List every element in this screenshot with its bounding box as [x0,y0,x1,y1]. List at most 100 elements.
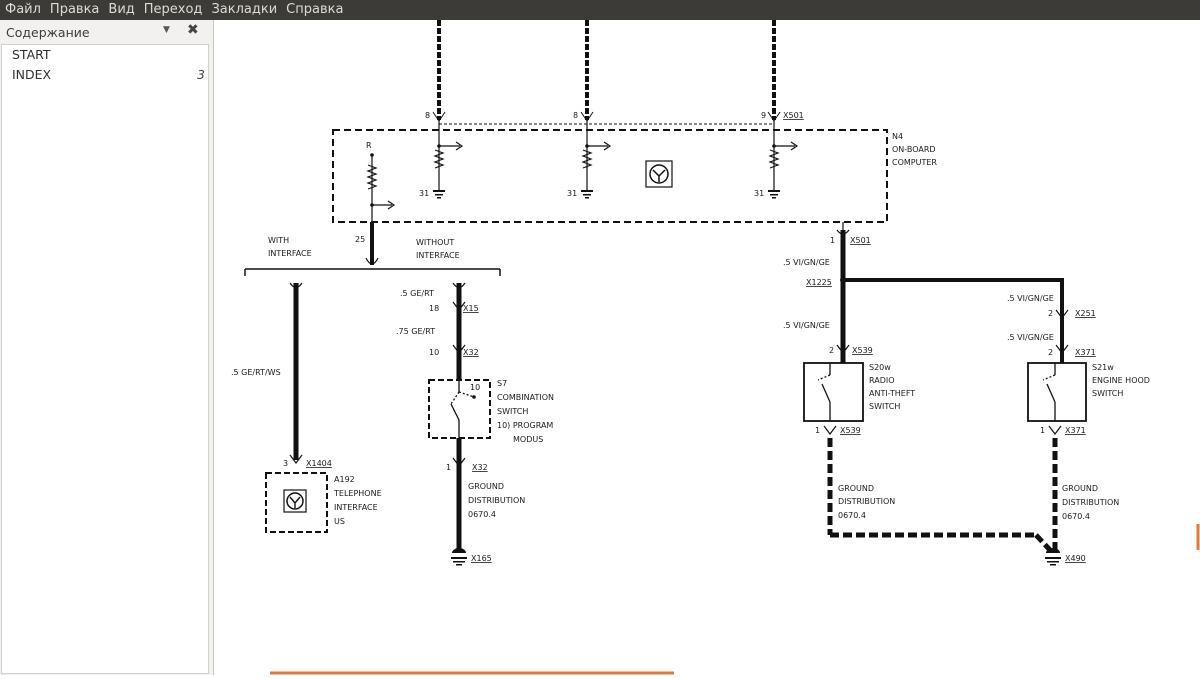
close-icon[interactable]: ✖ [187,22,199,38]
toc-item-index[interactable]: INDEX 3 [2,65,208,85]
ground-icon [1045,548,1061,566]
wiring-diagram: 8 8 9 X501 N4 ON-BOARD COMPUTER [231,20,1200,675]
s20w-line1: RADIO [869,376,895,385]
right-a-gd3: 0670.4 [838,511,866,520]
a192-id: A192 [334,475,355,484]
n4-label-1: N4 [892,132,903,141]
n4-label-3: COMPUTER [892,158,937,167]
s7-line4: MODUS [513,435,543,444]
top-wires [437,20,776,120]
a192-line2: INTERFACE [334,503,378,512]
ground-icon [451,548,467,566]
s7-line2: SWITCH [497,407,528,416]
right-b-pin2: 2 [1048,348,1053,357]
right-b-gd2: DISTRIBUTION [1062,498,1119,507]
right-b-out-pin: 1 [1040,426,1045,435]
mid-out-conn: X32 [472,463,488,472]
left-pin: 3 [283,459,288,468]
right-b-conn2: X371 [1075,348,1096,357]
n4-pin-1: 1 [830,236,835,245]
n4-pin-25: 25 [355,235,365,244]
menu-go[interactable]: Переход [143,2,203,17]
s7-line3: 10) PROGRAM [497,421,553,430]
menu-edit[interactable]: Правка [49,2,100,17]
right-b-gnd-conn: X490 [1065,554,1086,563]
right-a-wire1: .5 VI/GN/GE [783,258,830,267]
right-a-out-conn: X539 [840,426,861,435]
a192-line3: US [334,517,345,526]
mid-wire1: .5 GE/RT [400,289,434,298]
s20w-box [803,362,864,422]
right-a-gd1: GROUND [838,484,874,493]
right-b-gd1: GROUND [1062,484,1098,493]
right-b-conn1: X251 [1075,309,1096,318]
mid-wire2: .75 GE/RT [396,327,435,336]
right-a-out-pin: 1 [815,426,820,435]
right-a-conn: X539 [852,346,873,355]
s21w-box [1027,362,1087,422]
toc-item-start[interactable]: START [2,45,208,65]
right-a-pin: 2 [829,346,834,355]
s21w-line1: ENGINE HOOD [1092,376,1150,385]
with-interface-2: INTERFACE [268,249,312,258]
mid-pin1: 18 [429,304,439,313]
mid-gd3: 0670.4 [468,510,496,519]
mid-gd1: GROUND [468,482,504,491]
mid-out-pin: 1 [446,463,451,472]
n4-gnd-a: 31 [419,189,429,198]
mid-conn1: X15 [463,304,479,313]
module-icon [645,160,673,188]
right-a-wire2: .5 VI/GN/GE [783,321,830,330]
right-b-gd3: 0670.4 [1062,512,1090,521]
n4-pin-c: 9 [761,111,766,120]
a192-box [265,472,328,533]
menu-file[interactable]: Файл [5,2,41,17]
sidebar-header: Содержание ▼ ✖ [0,20,213,44]
mid-gd2: DISTRIBUTION [468,496,525,505]
s21w-line2: SWITCH [1092,389,1123,398]
with-interface-1: WITH [268,236,289,245]
n4-internals [366,121,844,230]
sidebar: Содержание ▼ ✖ START INDEX 3 [0,20,214,675]
s7-pin: 10 [470,383,480,392]
mid-gnd-conn: X165 [471,554,492,563]
left-conn: X1404 [306,459,332,468]
menu-help[interactable]: Справка [286,2,344,17]
without-interface-2: INTERFACE [416,251,460,260]
right-b-pin1: 2 [1048,309,1053,318]
document-view[interactable]: 8 8 9 X501 N4 ON-BOARD COMPUTER [214,20,1200,675]
sidebar-title[interactable]: Содержание [6,24,90,40]
menu-bookmarks[interactable]: Закладки [211,2,278,17]
toc-item-label: START [12,47,51,62]
n4-label-2: ON-BOARD [892,145,936,154]
toc-item-page: 3 [197,67,205,82]
menu-bar: Файл Правка Вид Переход Закладки Справка [0,0,1200,20]
n4-box [332,129,888,223]
ground-distribution-wires [827,438,1058,552]
s7-id: S7 [497,379,507,388]
n4-gnd-b: 31 [567,189,577,198]
s7-line1: COMBINATION [497,393,554,402]
toc-item-label: INDEX [12,67,52,82]
chevron-down-icon[interactable]: ▼ [163,25,170,35]
n4-conn-top: X501 [783,111,804,120]
mid-conn2: X32 [463,348,479,357]
without-interface-1: WITHOUT [416,238,454,247]
s21w-id: S21w [1092,363,1114,372]
right-b-out-conn: X371 [1065,426,1086,435]
left-wire-label: .5 GE/RT/WS [231,368,281,377]
n4-r-label: R [366,141,372,150]
n4-pin-a: 8 [425,111,430,120]
menu-view[interactable]: Вид [108,2,135,17]
right-b-wire1: .5 VI/GN/GE [1007,294,1054,303]
right-b-wire2: .5 VI/GN/GE [1007,333,1054,342]
s20w-line2: ANTI-THEFT [869,389,915,398]
s20w-line3: SWITCH [869,402,900,411]
right-a-gd2: DISTRIBUTION [838,497,895,506]
table-of-contents: START INDEX 3 [1,44,209,674]
mid-pin2: 10 [429,348,439,357]
n4-gnd-c: 31 [754,189,764,198]
n4-conn-bottom: X501 [850,236,871,245]
s20w-id: S20w [869,363,891,372]
a192-line1: TELEPHONE [333,489,382,498]
